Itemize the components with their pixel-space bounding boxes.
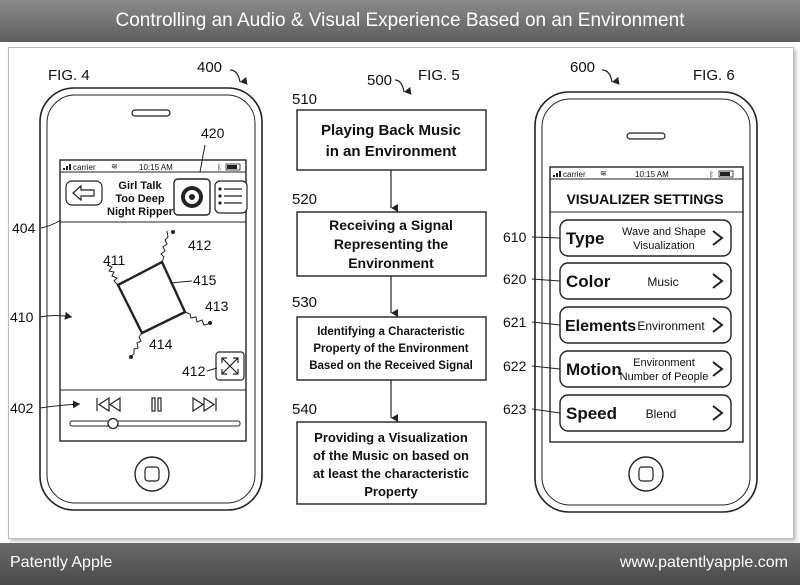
- fig4-ref: 400: [197, 59, 222, 76]
- gear-icon: [181, 186, 203, 208]
- ref-622: 622: [503, 358, 527, 374]
- ref-402: 402: [10, 400, 34, 416]
- row-type-value-2: Visualization: [633, 240, 695, 252]
- row-speed-value: Blend: [646, 407, 677, 421]
- ref-540: 540: [292, 401, 317, 418]
- step-520-line-1: Receiving a Signal: [329, 217, 453, 233]
- row-color-value: Music: [647, 275, 678, 289]
- chevron-right-icon: [712, 317, 724, 333]
- settings-row-speed[interactable]: Speed Blend: [559, 394, 732, 432]
- step-540-line-3: at least the characteristic: [313, 466, 469, 481]
- progress-track[interactable]: [69, 420, 241, 427]
- chevron-right-icon: [712, 230, 724, 246]
- fig6-carrier: carrier: [563, 170, 586, 179]
- ref-411: 411: [103, 252, 126, 268]
- signal-icon: [63, 164, 71, 170]
- settings-row-elements[interactable]: Elements Environment: [559, 306, 732, 344]
- ref-420: 420: [201, 125, 225, 141]
- speaker-slot: [131, 109, 171, 117]
- ref-510: 510: [292, 91, 317, 108]
- row-elements-name: Elements: [565, 318, 636, 335]
- fig6: FIG. 6 600 carrier ≋ 10:15 AM ᛒ VISUALIZ…: [503, 59, 758, 513]
- ref-520: 520: [292, 191, 317, 208]
- step-520-box: [296, 211, 487, 277]
- row-type-value-1: Wave and Shape: [622, 226, 706, 238]
- track-line-1: Girl Talk: [118, 180, 162, 192]
- footer-url: www.patentlyapple.com: [619, 554, 788, 571]
- home-button[interactable]: [134, 456, 170, 492]
- progress-knob[interactable]: [107, 417, 119, 430]
- step-530-box: [296, 316, 487, 381]
- fig5: FIG. 5 500 510 Playing Back Music in an …: [292, 67, 487, 505]
- row-type-name: Type: [566, 229, 604, 248]
- settings-row-color[interactable]: Color Music: [559, 262, 732, 300]
- ref-610: 610: [503, 229, 527, 245]
- step-530-line-3: Based on the Received Signal: [309, 360, 473, 372]
- settings-row-type[interactable]: Type Wave and Shape Visualization: [559, 219, 732, 257]
- chevron-right-icon: [712, 273, 724, 289]
- ref-621: 621: [503, 314, 527, 330]
- banner-title: Controlling an Audio & Visual Experience…: [0, 0, 800, 42]
- row-speed-name: Speed: [566, 404, 617, 423]
- chevron-right-icon: [712, 405, 724, 421]
- row-motion-value-2: Number of People: [620, 371, 709, 383]
- row-elements-value: Environment: [637, 319, 705, 333]
- wifi-icon-2: ≋: [600, 169, 607, 178]
- fig4-carrier: carrier: [73, 163, 96, 172]
- fig6-time: 10:15 AM: [635, 170, 669, 179]
- fig6-label: FIG. 6: [693, 67, 735, 84]
- previous-track-icon[interactable]: [96, 396, 121, 413]
- list-icon: [218, 187, 242, 205]
- fig5-label: FIG. 5: [418, 67, 460, 84]
- step-530-line-1: Identifying a Characteristic: [317, 326, 465, 338]
- settings-row-motion[interactable]: Motion Environment Number of People: [559, 350, 732, 388]
- step-530-line-2: Property of the Environment: [313, 343, 468, 355]
- footer-brand: Patently Apple: [10, 554, 113, 571]
- ref-412-top: 412: [188, 237, 212, 253]
- step-540-line-1: Providing a Visualization: [314, 430, 468, 445]
- next-track-icon[interactable]: [192, 396, 217, 413]
- ref-530: 530: [292, 294, 317, 311]
- battery-icon: [225, 163, 241, 171]
- step-520-line-3: Environment: [348, 255, 434, 271]
- wifi-icon: ≋: [111, 162, 118, 171]
- bluetooth-icon: ᛒ: [217, 163, 222, 172]
- expand-icon: [221, 357, 239, 375]
- row-color-name: Color: [566, 272, 611, 291]
- ref-404: 404: [12, 220, 36, 236]
- row-motion-value-1: Environment: [633, 357, 695, 369]
- track-line-3: Night Ripper: [107, 206, 174, 218]
- step-520-line-2: Representing the: [334, 236, 449, 252]
- step-510-box: [296, 109, 487, 171]
- ref-413: 413: [205, 298, 229, 314]
- fig6-ref: 600: [570, 59, 595, 76]
- back-arrow-icon: [72, 184, 95, 202]
- fig4: FIG. 4 400 carrier ≋ 10:15 AM ᛒ Girl Tal…: [10, 59, 263, 511]
- back-button[interactable]: [65, 180, 103, 206]
- track-line-2: Too Deep: [115, 193, 165, 205]
- step-540-box: [296, 421, 487, 505]
- ref-620: 620: [503, 271, 527, 287]
- fig5-ref: 500: [367, 72, 392, 89]
- step-510-line-1: Playing Back Music: [321, 122, 461, 139]
- step-510-line-2: in an Environment: [326, 143, 457, 160]
- visualizer-settings-title: VISUALIZER SETTINGS: [566, 191, 723, 207]
- ref-412-bottom: 412: [182, 363, 206, 379]
- ref-415: 415: [193, 272, 217, 288]
- bluetooth-icon-2: ᛒ: [709, 170, 714, 179]
- battery-icon-2: [718, 170, 734, 178]
- footer-bar: Patently Apple www.patentlyapple.com: [0, 543, 800, 585]
- step-540-line-4: Property: [364, 484, 418, 499]
- fig4-label: FIG. 4: [48, 67, 90, 84]
- ref-414: 414: [149, 336, 173, 352]
- chevron-right-icon: [712, 361, 724, 377]
- pause-icon[interactable]: [151, 397, 162, 412]
- fig4-time: 10:15 AM: [139, 163, 173, 172]
- row-motion-name: Motion: [566, 360, 622, 379]
- ref-410: 410: [10, 309, 34, 325]
- step-540-line-2: of the Music on based on: [313, 448, 469, 463]
- ref-623: 623: [503, 401, 527, 417]
- home-button-2[interactable]: [628, 456, 664, 492]
